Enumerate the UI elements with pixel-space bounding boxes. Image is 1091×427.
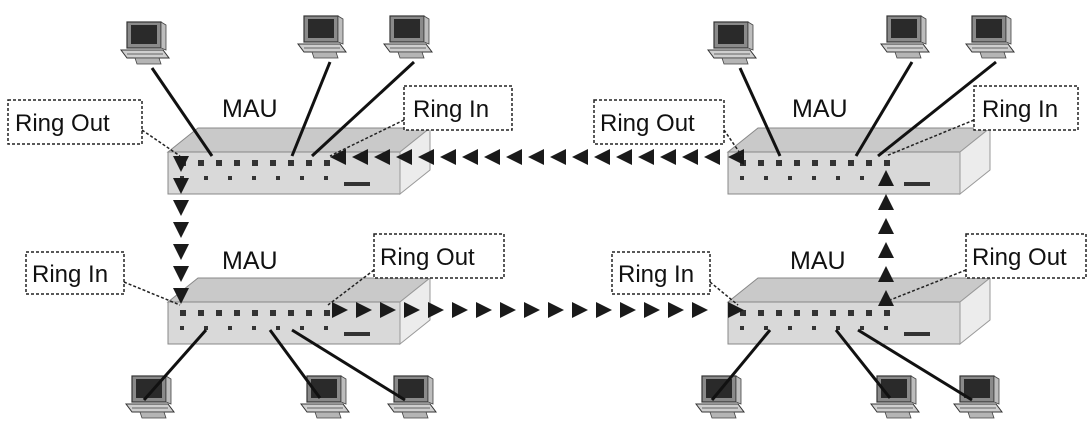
- cable: [310, 60, 416, 158]
- mau-label: MAU: [790, 247, 846, 275]
- ring-in-label: Ring In: [618, 261, 694, 288]
- cable: [268, 329, 322, 399]
- computer-icon: [965, 15, 1015, 59]
- cable: [738, 67, 782, 157]
- callout-box: [593, 99, 725, 145]
- cable: [150, 67, 214, 157]
- mau-top-left: MAU: [167, 95, 431, 195]
- computer-icon: [125, 375, 175, 419]
- computer-icon: [387, 375, 437, 419]
- computer-icon: [880, 15, 930, 59]
- ring-in-label: Ring In: [32, 261, 108, 288]
- cable: [854, 61, 914, 157]
- callout-box: [403, 85, 513, 131]
- computer-icon: [383, 15, 433, 59]
- ring-in-label: Ring In: [982, 96, 1058, 123]
- computer-icon: [953, 375, 1003, 419]
- ring-out-label: Ring Out: [972, 244, 1067, 271]
- callout-box: [965, 233, 1087, 279]
- callout-box: [25, 251, 125, 295]
- mau-label: MAU: [792, 95, 848, 123]
- mau-top-right: MAU: [727, 95, 991, 195]
- cable: [710, 329, 772, 401]
- cable: [834, 329, 892, 399]
- callout-box: [973, 85, 1079, 131]
- cable: [857, 328, 973, 402]
- callout-box: [7, 99, 143, 145]
- mau-bottom-right: MAU: [727, 247, 991, 345]
- ring-out-label: Ring Out: [380, 244, 475, 271]
- mau-label: MAU: [222, 95, 278, 123]
- computer-icon: [297, 15, 347, 59]
- cable: [291, 328, 406, 402]
- callout-box: [611, 251, 711, 295]
- callout-box: [373, 233, 505, 279]
- computer-icon: [120, 21, 170, 65]
- mau-bottom-left: MAU: [167, 247, 431, 345]
- ring-out-label: Ring Out: [600, 110, 695, 137]
- mau-label: MAU: [222, 247, 278, 275]
- cable: [877, 60, 997, 158]
- cable: [142, 329, 208, 401]
- ring-arrows-left: [173, 156, 189, 304]
- cable: [290, 61, 332, 157]
- ring-in-label: Ring In: [413, 96, 489, 123]
- computer-icon: [707, 21, 757, 65]
- computer-icon: [695, 375, 745, 419]
- ring-out-label: Ring Out: [15, 110, 110, 137]
